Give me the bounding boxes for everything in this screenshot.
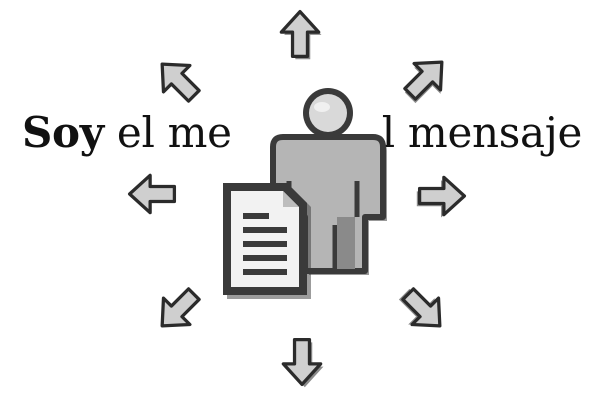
person-with-document-icon [205, 85, 395, 305]
arrow-up-right-icon [398, 50, 454, 106]
caption-right-fragment: l mensaje [381, 108, 583, 157]
arrow-up-left-icon [150, 52, 206, 108]
document-icon [223, 183, 311, 299]
arrow-down-icon [274, 334, 330, 390]
caption-left-fragment: el me [116, 108, 232, 157]
arrow-down-right-icon [396, 282, 452, 338]
caption-bold-word: Soy [22, 108, 104, 157]
arrow-right-icon [414, 168, 470, 224]
arrow-down-left-icon [150, 282, 206, 338]
arrow-left-icon [124, 166, 180, 222]
person-icon [270, 88, 387, 275]
arrow-up-icon [272, 6, 328, 62]
